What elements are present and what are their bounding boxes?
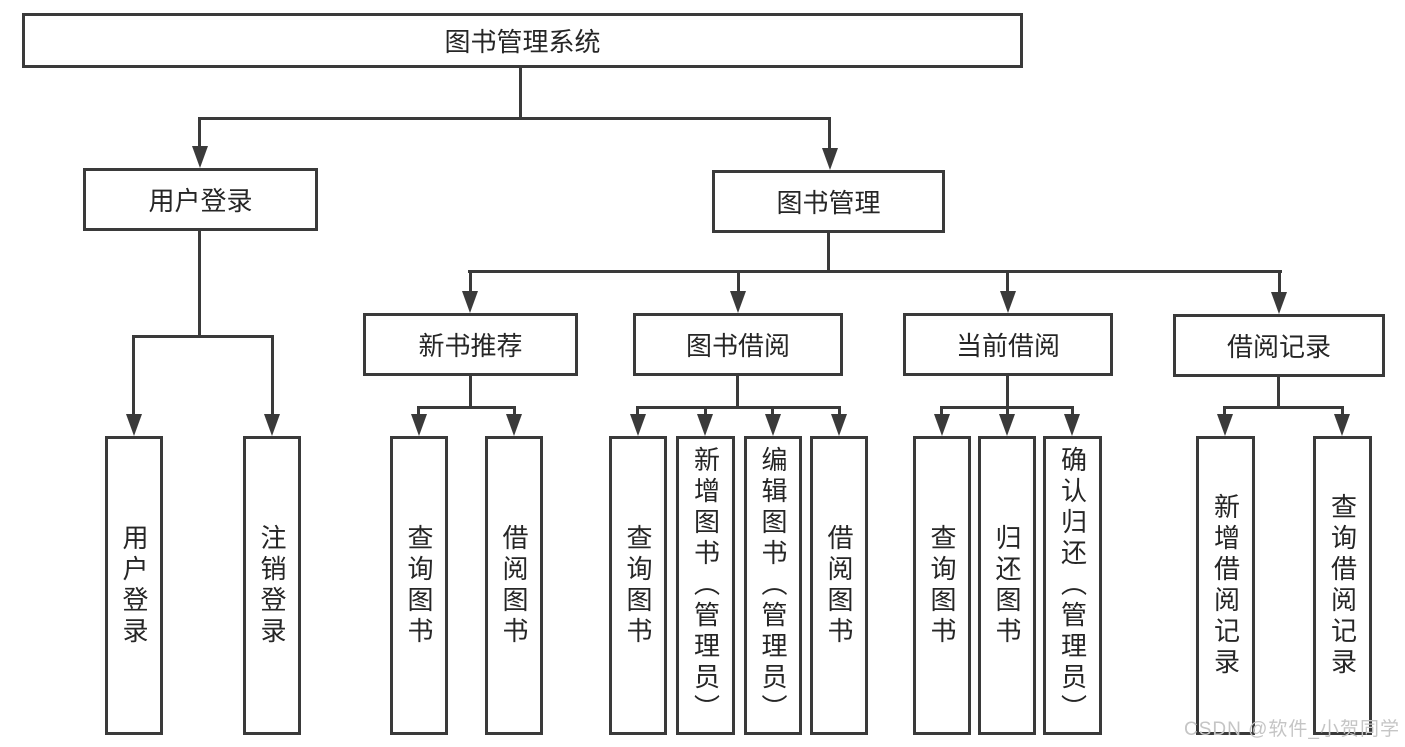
arrowhead-down-icon bbox=[822, 148, 838, 170]
arrowhead-down-icon bbox=[192, 146, 208, 168]
leaf-label: 注销登录 bbox=[257, 523, 287, 648]
connector-newrec-drop bbox=[417, 406, 420, 418]
connector-current-stem bbox=[1006, 376, 1009, 408]
node-user-login: 用户登录 bbox=[83, 168, 318, 231]
connector-mgmt-drop bbox=[1278, 271, 1281, 295]
connector-borrow-hline bbox=[636, 406, 841, 409]
connector-borrow-drop bbox=[636, 406, 639, 418]
leaf-borrow-books-newrec: 借阅图书 bbox=[485, 436, 543, 735]
leaf-confirm-return-admin: 确认归还（管理员） bbox=[1043, 436, 1102, 735]
connector-current-drop bbox=[1071, 406, 1074, 418]
connector-mgmt-hline bbox=[468, 270, 1282, 273]
connector-borrow-stem bbox=[736, 376, 739, 408]
node-label: 新书推荐 bbox=[418, 331, 523, 361]
connector-records-hline bbox=[1223, 406, 1344, 409]
arrowhead-down-icon bbox=[934, 414, 950, 436]
node-label: 借阅记录 bbox=[1226, 332, 1331, 362]
arrowhead-down-icon bbox=[765, 414, 781, 436]
connector-user-drop bbox=[132, 335, 135, 416]
connector-mgmt-drop bbox=[1006, 271, 1009, 295]
connector-borrow-drop bbox=[771, 406, 774, 418]
arrowhead-down-icon bbox=[506, 414, 522, 436]
connector-user-drop bbox=[271, 335, 274, 416]
arrowhead-down-icon bbox=[730, 291, 746, 313]
connector-root-stem bbox=[519, 68, 522, 118]
arrowhead-down-icon bbox=[999, 414, 1015, 436]
leaf-label: 查询图书 bbox=[927, 523, 957, 648]
arrowhead-down-icon bbox=[126, 414, 142, 436]
leaf-edit-books-admin: 编辑图书（管理员） bbox=[744, 436, 802, 735]
leaf-query-books-current: 查询图书 bbox=[913, 436, 971, 735]
node-label: 图书管理 bbox=[776, 188, 881, 218]
leaf-return-books: 归还图书 bbox=[978, 436, 1036, 735]
connector-newrec-stem bbox=[469, 376, 472, 408]
node-book-management: 图书管理 bbox=[712, 170, 945, 233]
node-borrow-records: 借阅记录 bbox=[1173, 314, 1385, 377]
arrowhead-down-icon bbox=[630, 414, 646, 436]
arrowhead-down-icon bbox=[1064, 414, 1080, 436]
connector-mgmt-drop bbox=[737, 271, 740, 295]
leaf-label: 归还图书 bbox=[992, 523, 1022, 648]
connector-root-drop-left bbox=[198, 118, 201, 148]
connector-records-drop bbox=[1223, 406, 1226, 418]
connector-newrec-hline bbox=[417, 406, 516, 409]
leaf-label: 编辑图书（管理员） bbox=[758, 446, 788, 725]
arrowhead-down-icon bbox=[1271, 292, 1287, 314]
leaf-label: 借阅图书 bbox=[824, 523, 854, 648]
leaf-label: 新增图书（管理员） bbox=[690, 446, 721, 725]
leaf-label: 新增借阅记录 bbox=[1210, 492, 1241, 679]
node-book-borrowing: 图书借阅 bbox=[633, 313, 843, 376]
leaf-label: 用户登录 bbox=[119, 523, 149, 648]
connector-user-hline bbox=[132, 335, 274, 338]
node-current-borrowing: 当前借阅 bbox=[903, 313, 1113, 376]
csdn-watermark: CSDN @软件_小贺同学 bbox=[1184, 719, 1400, 740]
connector-records-stem bbox=[1277, 377, 1280, 408]
connector-newrec-drop bbox=[513, 406, 516, 418]
leaf-label: 查询图书 bbox=[404, 523, 434, 648]
leaf-label: 查询借阅记录 bbox=[1327, 492, 1358, 679]
leaf-logout: 注销登录 bbox=[243, 436, 301, 735]
node-label: 图书管理系统 bbox=[444, 27, 601, 57]
connector-records-drop bbox=[1341, 406, 1344, 418]
arrowhead-down-icon bbox=[1334, 414, 1350, 436]
connector-borrow-drop bbox=[704, 406, 707, 418]
connector-borrow-drop bbox=[838, 406, 841, 418]
leaf-label: 确认归还（管理员） bbox=[1057, 446, 1088, 725]
connector-user-stem bbox=[198, 231, 201, 336]
leaf-query-books-borrow: 查询图书 bbox=[609, 436, 667, 735]
connector-mgmt-stem bbox=[827, 233, 830, 273]
arrowhead-down-icon bbox=[1217, 414, 1233, 436]
node-label: 用户登录 bbox=[148, 186, 253, 216]
connector-mgmt-drop bbox=[469, 271, 472, 295]
arrowhead-down-icon bbox=[462, 291, 478, 313]
connector-root-hline bbox=[198, 117, 831, 120]
leaf-query-books-newrec: 查询图书 bbox=[390, 436, 448, 735]
connector-root-drop-right bbox=[828, 118, 831, 150]
leaf-add-borrow-record: 新增借阅记录 bbox=[1196, 436, 1255, 735]
leaf-borrow-books: 借阅图书 bbox=[810, 436, 868, 735]
leaf-add-books-admin: 新增图书（管理员） bbox=[676, 436, 735, 735]
leaf-label: 查询图书 bbox=[623, 523, 653, 648]
connector-current-drop bbox=[1006, 406, 1009, 418]
leaf-query-borrow-record: 查询借阅记录 bbox=[1313, 436, 1372, 735]
arrowhead-down-icon bbox=[264, 414, 280, 436]
node-label: 当前借阅 bbox=[955, 331, 1060, 361]
arrowhead-down-icon bbox=[411, 414, 427, 436]
arrowhead-down-icon bbox=[831, 414, 847, 436]
leaf-user-login: 用户登录 bbox=[105, 436, 163, 735]
arrowhead-down-icon bbox=[697, 414, 713, 436]
arrowhead-down-icon bbox=[1000, 291, 1016, 313]
connector-current-drop bbox=[940, 406, 943, 418]
node-label: 图书借阅 bbox=[685, 331, 790, 361]
leaf-label: 借阅图书 bbox=[499, 523, 529, 648]
node-root-library-system: 图书管理系统 bbox=[22, 13, 1023, 68]
node-new-book-recommend: 新书推荐 bbox=[363, 313, 578, 376]
